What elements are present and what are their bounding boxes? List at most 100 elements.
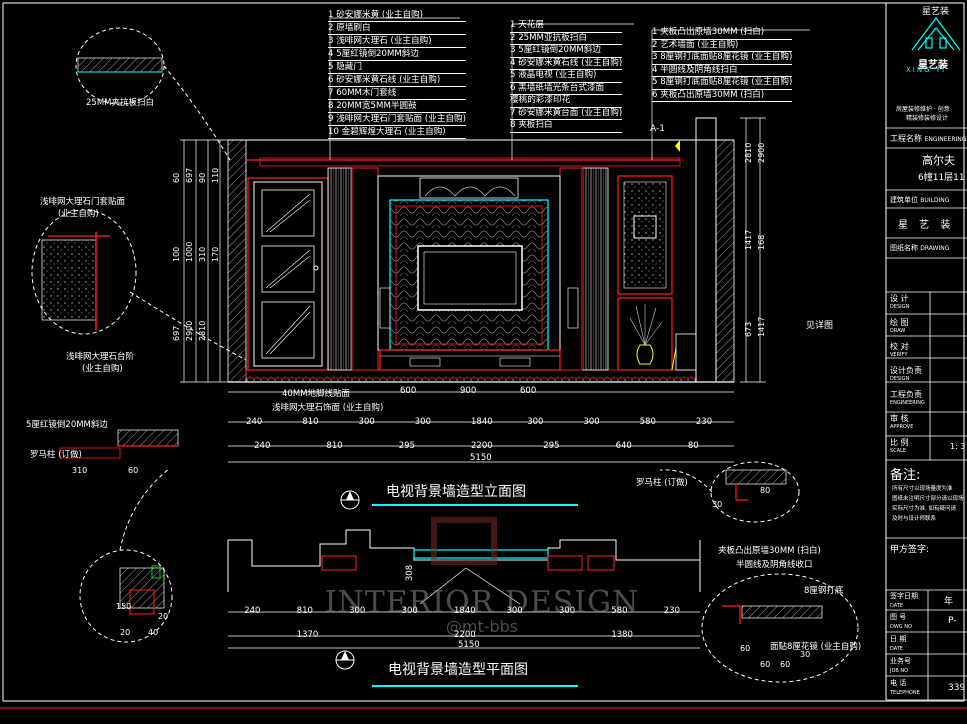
plan-dim-left: 308	[405, 564, 416, 582]
detail-callouts	[31, 27, 859, 683]
plan-right-column	[547, 555, 583, 571]
dimension-value: 170	[211, 246, 220, 262]
detail-dimension: 60	[740, 644, 751, 653]
legend-item: 1 天花层	[510, 20, 623, 33]
dimension-value: 240	[246, 417, 263, 427]
legend-item: 7 60MM木门套线	[328, 87, 466, 100]
dimension-value: 80	[687, 441, 699, 451]
left-dim-lines	[180, 139, 228, 383]
approval-row-en: DESIGN	[890, 376, 910, 382]
legend-item: 5 隐藏门	[328, 61, 466, 74]
dimension-value: 90	[198, 173, 207, 184]
legend-item: 樱桃的彩漆印花	[510, 95, 623, 108]
detail-column-content	[119, 565, 165, 615]
dimension-value: 1417	[744, 229, 753, 250]
legend-item: 3 8厘钢打底面贴8厘花镜 (业主自购)	[652, 52, 793, 65]
legend-item: 10 金碧辉煌大理石 (业主自购)	[328, 126, 466, 139]
legend-item: 1 夹板凸出原墙30MM (扫白)	[652, 27, 793, 40]
dimension-value: 300	[583, 417, 600, 427]
section-symbols	[335, 490, 360, 670]
detail-dimension: 40	[148, 628, 159, 637]
detail-circle-column	[79, 549, 173, 643]
dimension-value: 300	[558, 606, 576, 616]
plan-label-2: 半圆线及阴角线收口	[736, 560, 813, 570]
legend-item: 3 5厘红镜倒20MM斜边	[510, 45, 623, 58]
detail-right-content	[722, 469, 823, 624]
carved-ornament	[419, 177, 519, 199]
detail-label-ceiling: 25MM夹抗板扫白	[86, 98, 154, 108]
dimension-value: 110	[211, 168, 220, 184]
detail-label-door-trim: 浅啡网大理石门套贴面	[40, 197, 126, 207]
crown-molding	[259, 157, 681, 167]
elevation-title: 电视背景墙造型立面图	[386, 484, 526, 500]
party-sign: 甲方签字:	[890, 545, 930, 555]
approval-row-label: 工程负责	[890, 390, 922, 399]
dimension-value: 697	[185, 168, 194, 184]
legend-item: 2 原墙刷白	[328, 22, 466, 35]
dimension-value: 300	[349, 606, 366, 616]
dimension-value: 2900	[757, 142, 766, 164]
approval-row-label: 设 计	[890, 294, 909, 303]
dimension-value: 300	[506, 606, 523, 616]
dimension-value: 310	[198, 246, 207, 262]
dimension-value: 580	[639, 417, 656, 427]
detail-dimension: 60	[780, 660, 791, 669]
building-label: 建筑单位 BUILDING	[890, 196, 950, 204]
company-name-en: XING YI	[906, 66, 947, 74]
watermark: INTERIOR DESIGN @mt-bbs	[325, 517, 638, 636]
detail-dimension: 20	[158, 612, 169, 621]
legend-item: 4 半圆线及阴角线扫白	[652, 65, 793, 77]
legend-item: 6 夹板凸出原墙30MM (扫白)	[652, 90, 793, 102]
left-roman-column	[327, 167, 353, 371]
approval-row-label: 比 例	[890, 438, 909, 447]
dimension-value: 900	[460, 386, 477, 396]
approval-row-label: 审 核	[890, 414, 909, 423]
right-roman-column	[581, 167, 609, 371]
right-end-column	[695, 117, 717, 383]
detail-label-baseboard: 40MM地脚线贴面	[282, 389, 350, 399]
project-name-value-1: 高尔夫	[922, 154, 955, 167]
watermark-sub: @mt-bbs	[446, 617, 518, 636]
detail-circle-right	[710, 461, 800, 523]
dimension-value: 1000	[185, 241, 194, 262]
dimension-value: 580	[611, 606, 628, 616]
company-name: 星艺装	[922, 7, 950, 17]
door-panel	[253, 181, 323, 367]
detail-label-step: 浅啡网大理石台阶	[66, 352, 135, 362]
dimension-value: 1380	[611, 630, 633, 640]
dimension-value: 168	[757, 234, 766, 250]
detail-door-content	[41, 232, 110, 330]
dimension-value: 230	[695, 417, 713, 427]
plan-title: 电视背景墙造型平面图	[388, 662, 528, 678]
plan-tv-wall	[413, 549, 549, 559]
tv-screen	[417, 245, 523, 311]
plan-label-1: 夹板凸出原墙30MM (扫白)	[718, 546, 821, 556]
detail-circle-plan	[701, 573, 859, 683]
dimension-value: 640	[615, 441, 632, 451]
door-frame	[247, 177, 329, 371]
note-line: 所有尺寸以现场量度为准	[892, 486, 953, 492]
legend-item: 7 砂安娜米黄台面 (业主自购)	[510, 108, 623, 120]
project-name-label: 工程名称 ENGINEERING	[890, 134, 967, 143]
dimension-value: 100	[172, 246, 181, 262]
note-line: 及时与设计师联系	[892, 516, 937, 522]
legend-item: 4 砂安娜米黄石线 (业主自购)	[510, 58, 623, 70]
elev-dim-lines	[228, 391, 734, 463]
detail-dimension: 20	[120, 628, 131, 637]
note-line: 图纸未注明尺寸部分请以现场	[892, 496, 964, 502]
dimension-value: 600	[520, 386, 537, 396]
title-block	[885, 3, 967, 701]
drawing-label: 图纸名称 DRAWING	[890, 244, 950, 252]
legend-item: 8 20MM宽5MM半圆鼓	[328, 100, 466, 113]
plan-view	[227, 529, 701, 649]
plan-dim-total: 5150	[458, 640, 480, 650]
legend-item: 6 黑墙纸墙光条台式漆面	[510, 83, 623, 95]
approval-row-label: 校 对	[890, 342, 909, 351]
